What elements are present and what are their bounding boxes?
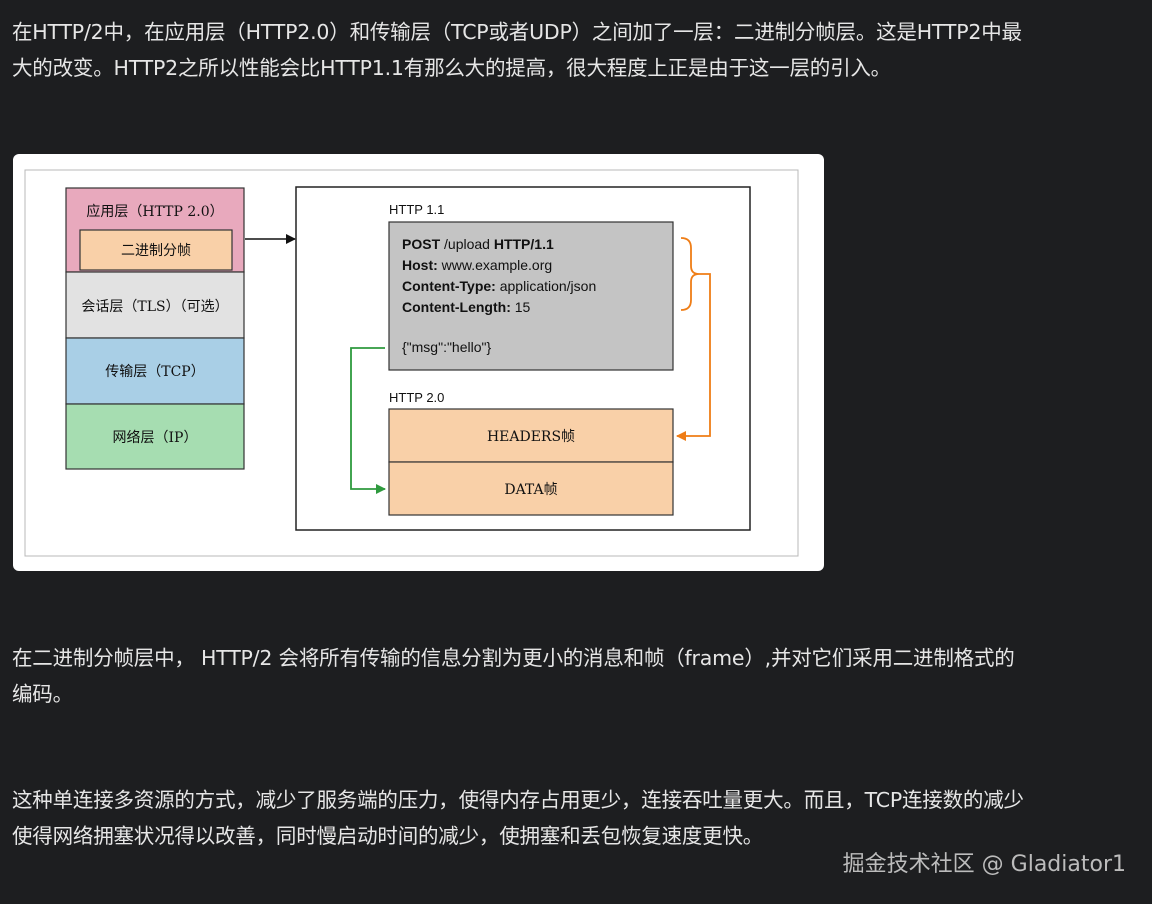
request-body: {"msg":"hello"} (402, 339, 491, 355)
request-path: /upload (440, 236, 494, 252)
intro-paragraph: 在HTTP/2中，在应用层（HTTP2.0）和传输层（TCP或者UDP）之间加了… (12, 14, 1142, 86)
request-line: POST /upload HTTP/1.1 (402, 236, 554, 252)
benefits-line-1: 这种单连接多资源的方式，减少了服务端的压力，使得内存占用更少，连接吞吐量更大。而… (12, 788, 1024, 812)
benefits-paragraph: 这种单连接多资源的方式，减少了服务端的压力，使得内存占用更少，连接吞吐量更大。而… (12, 782, 1142, 854)
headers-arrow (676, 273, 711, 441)
figure-border (24, 169, 799, 557)
http2-framing-diagram: 应用层（HTTP 2.0） 二进制分帧 会话层（TLS）（可选） 传输层（TCP… (13, 154, 824, 571)
diagram-svg: 应用层（HTTP 2.0） 二进制分帧 会话层（TLS）（可选） 传输层（TCP… (24, 169, 799, 557)
request-method: POST (402, 236, 441, 252)
intro-line-1: 在HTTP/2中，在应用层（HTTP2.0）和传输层（TCP或者UDP）之间加了… (12, 20, 1022, 44)
network-layer-label: 网络层（IP） (113, 430, 198, 446)
content-type-header: Content-Type: application/json (402, 278, 596, 294)
watermark: 掘金技术社区 @ Gladiator1 (842, 852, 1126, 877)
body-arrow (350, 347, 386, 494)
transport-layer-box (65, 337, 245, 405)
content-length-value: 15 (511, 299, 531, 315)
content-length-header: Content-Length: 15 (402, 299, 531, 315)
data-frame-label: DATA帧 (504, 482, 557, 498)
content-length-key: Content-Length: (402, 299, 511, 315)
content-type-key: Content-Type: (402, 278, 496, 294)
headers-frame-box (388, 408, 674, 463)
framing-layer-box (79, 229, 233, 271)
intro-line-2: 大的改变。HTTP2之所以性能会比HTTP1.1有那么大的提高，很大程度上正是由… (12, 56, 891, 80)
http11-request-box (388, 221, 674, 371)
http11-label: HTTP 1.1 (389, 202, 444, 217)
protocol-stack: 应用层（HTTP 2.0） 二进制分帧 会话层（TLS）（可选） 传输层（TCP… (65, 187, 245, 470)
benefits-line-2: 使得网络拥塞状况得以改善，同时慢启动时间的减少，使拥塞和丢包恢复速度更快。 (12, 824, 764, 848)
content-type-value: application/json (496, 278, 596, 294)
app-layer-label: 应用层（HTTP 2.0） (86, 203, 223, 220)
framing-paragraph: 在二进制分帧层中， HTTP/2 会将所有传输的信息分割为更小的消息和帧（fra… (12, 640, 1142, 712)
host-header: Host: www.example.org (402, 257, 552, 273)
host-header-key: Host: (402, 257, 438, 273)
host-header-value: www.example.org (438, 257, 552, 273)
framing-layer-label: 二进制分帧 (121, 243, 191, 259)
data-frame-box (388, 461, 674, 516)
headers-frame-label: HEADERS帧 (487, 429, 575, 445)
transport-layer-label: 传输层（TCP） (105, 364, 204, 380)
session-layer-label: 会话层（TLS）（可选） (81, 299, 228, 315)
network-layer-box (65, 403, 245, 470)
session-layer-box (65, 271, 245, 339)
framing-line-1: 在二进制分帧层中， HTTP/2 会将所有传输的信息分割为更小的消息和帧（fra… (12, 646, 1015, 670)
request-protocol: HTTP/1.1 (494, 236, 554, 252)
http20-label: HTTP 2.0 (389, 390, 444, 405)
framing-line-2: 编码。 (12, 682, 73, 706)
